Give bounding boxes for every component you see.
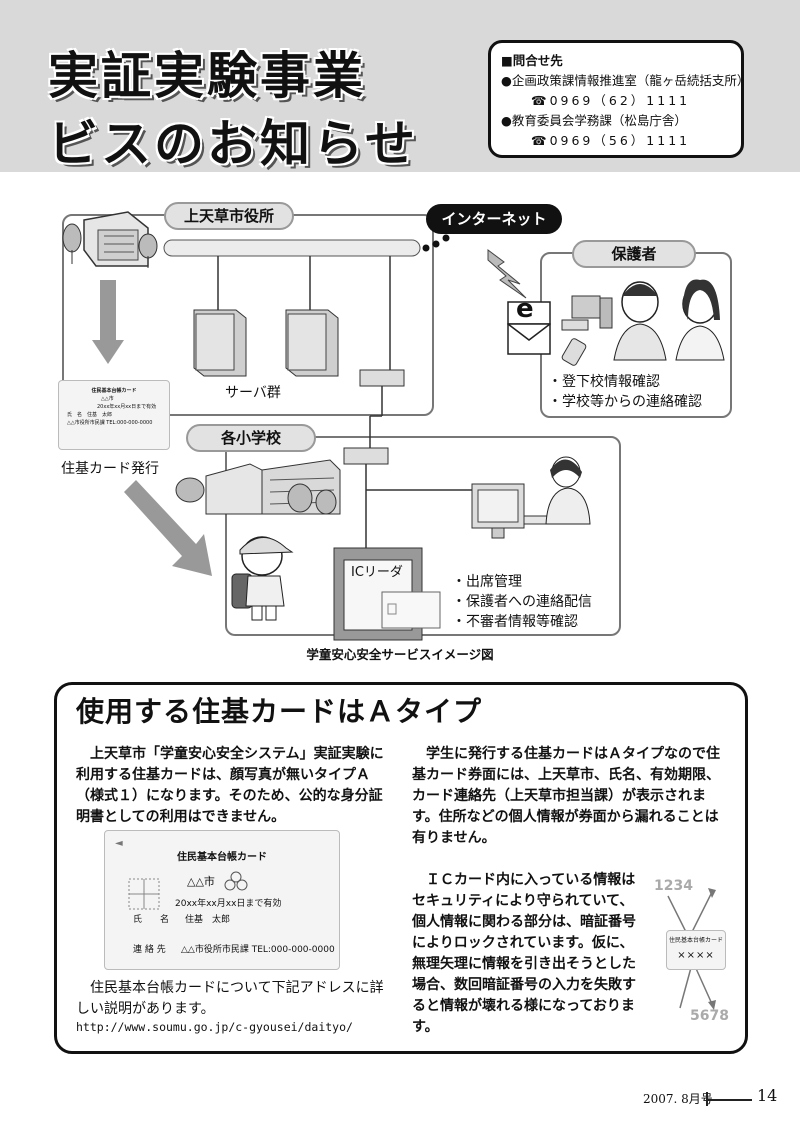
pin-number-bottom: 5678 [690, 1008, 729, 1024]
school-item: ・不審者情報等確認 [452, 614, 578, 630]
internet-label: インターネット [426, 204, 562, 234]
locked-card: 住民基本台帳カード ×××× [666, 930, 726, 970]
lightning-icon [487, 249, 527, 299]
footer-issue: 2007. 8月号 [643, 1092, 713, 1106]
card-city: △△市 [187, 875, 215, 888]
mini-card-name: 氏 名 住基 太郎 [67, 412, 113, 418]
mini-card-valid: 20xx年xx月xx日まで有効 [97, 404, 157, 410]
diagram-graphics [62, 211, 725, 641]
school-building-icon [175, 459, 341, 515]
schools-label: 各小学校 [186, 424, 316, 452]
card-issuer-label: 連 絡 先 [133, 945, 166, 955]
soumu-link[interactable]: http://www.soumu.go.jp/c-gyousei/daityo/ [76, 1020, 353, 1034]
school-list: ・出席管理 ・保護者への連絡配信 ・不審者情報等確認 [452, 572, 592, 632]
footer-rule-tick [706, 1092, 708, 1106]
server-icon [193, 309, 339, 377]
city-office-building-icon [83, 211, 149, 267]
card-corner-icon: ◄ [115, 838, 123, 849]
right-paragraph-2: ＩＣカード内に入っている情報はセキュリティにより守られていて、個人情報に関わる部… [412, 872, 636, 1035]
email-icon [507, 301, 551, 355]
page-title-line1: 実証実験事業 [48, 47, 366, 105]
ic-chip-icon [128, 878, 160, 910]
guardian-list: ・登下校情報確認 ・学校等からの連絡確認 [548, 372, 702, 412]
school-item: ・出席管理 [452, 574, 522, 590]
diagonal-arrow-icon [124, 480, 212, 576]
email-letter: e [516, 294, 534, 324]
locked-card-title: 住民基本台帳カード [668, 937, 723, 944]
contact-box: ■問合せ先 ●企画政策課情報推進室（龍ヶ岳続括支所） ☎0969（62）1111… [488, 40, 750, 158]
guardian-item: ・学校等からの連絡確認 [548, 394, 702, 410]
contact-name-1: ●企画政策課情報推進室（龍ヶ岳続括支所） [501, 73, 750, 88]
mini-card-issuer: △△市役所市民課 TEL:000-000-0000 [67, 420, 153, 426]
tree-icon [62, 223, 158, 268]
mini-card-title: 住民基本台帳カード [91, 388, 137, 394]
resident-card-sample: ◄ 住民基本台帳カード △△市 20xx年xx月xx日まで有効 氏 名 住基 太… [104, 830, 340, 970]
pin-number-top: 1234 [654, 878, 693, 894]
card-note: 住民基本台帳カードについて下記アドレスに詳しい説明があります。 [76, 980, 384, 1017]
parents-icon [613, 279, 725, 361]
router-icon [343, 369, 490, 550]
contact-heading: ■問合せ先 [501, 53, 563, 68]
locked-card-masked: ×××× [677, 950, 715, 961]
section-title: 使用する住基カードはＡタイプ [76, 695, 483, 728]
left-paragraph: 上天草市「学童安心安全システム」実証実験に利用する住基カードは、顔写真が無いタイ… [76, 746, 384, 825]
page-number: 14 [757, 1086, 778, 1105]
ic-reader-label: ICリーダ [351, 565, 403, 580]
card-issue-label: 住基カード発行 [61, 461, 159, 477]
right-paragraph-1: 学生に発行する住基カードはＡタイプなので住基カード券面には、上天草市、氏名、有効… [412, 746, 720, 846]
teacher-computer-icon [471, 456, 591, 539]
diagram-caption: 学童安心安全サービスイメージ図 [306, 647, 494, 662]
mini-card-city: △△市 [101, 396, 114, 402]
guardian-item: ・登下校情報確認 [548, 374, 660, 390]
schools-frame [225, 436, 621, 636]
card-title: 住民基本台帳カード [177, 852, 267, 863]
card-valid: 20xx年xx月xx日まで有効 [175, 899, 282, 909]
contact-name-2: ●教育委員会学務課（松島庁舎） [501, 113, 687, 128]
contact-tel-1: ☎0969（62）1111 [531, 93, 691, 108]
page-title-line2: ビスのお知らせ [48, 115, 418, 173]
child-student-icon [231, 536, 294, 621]
card-issuer-value: △△市役所市民課 TEL:000-000-0000 [181, 945, 335, 955]
card-name-value: 住基 太郎 [185, 915, 231, 925]
footer-rule [706, 1099, 752, 1101]
resident-card-small: 住民基本台帳カード △△市 20xx年xx月xx日まで有効 氏 名 住基 太郎 … [58, 380, 170, 450]
school-item: ・保護者への連絡配信 [452, 594, 592, 610]
flower-emblem-icon [224, 871, 248, 891]
contact-tel-2: ☎0969（56）1111 [531, 133, 691, 148]
computer-phone-icon [561, 295, 613, 366]
card-name-label: 氏 名 [133, 915, 170, 925]
down-arrow-icon [92, 280, 124, 364]
info-box [54, 682, 748, 1054]
mini-resident-card [381, 591, 441, 629]
city-office-label: 上天草市役所 [164, 202, 294, 230]
guardian-label: 保護者 [572, 240, 696, 268]
server-group-label: サーバ群 [225, 385, 281, 401]
network-pipe [163, 234, 450, 370]
